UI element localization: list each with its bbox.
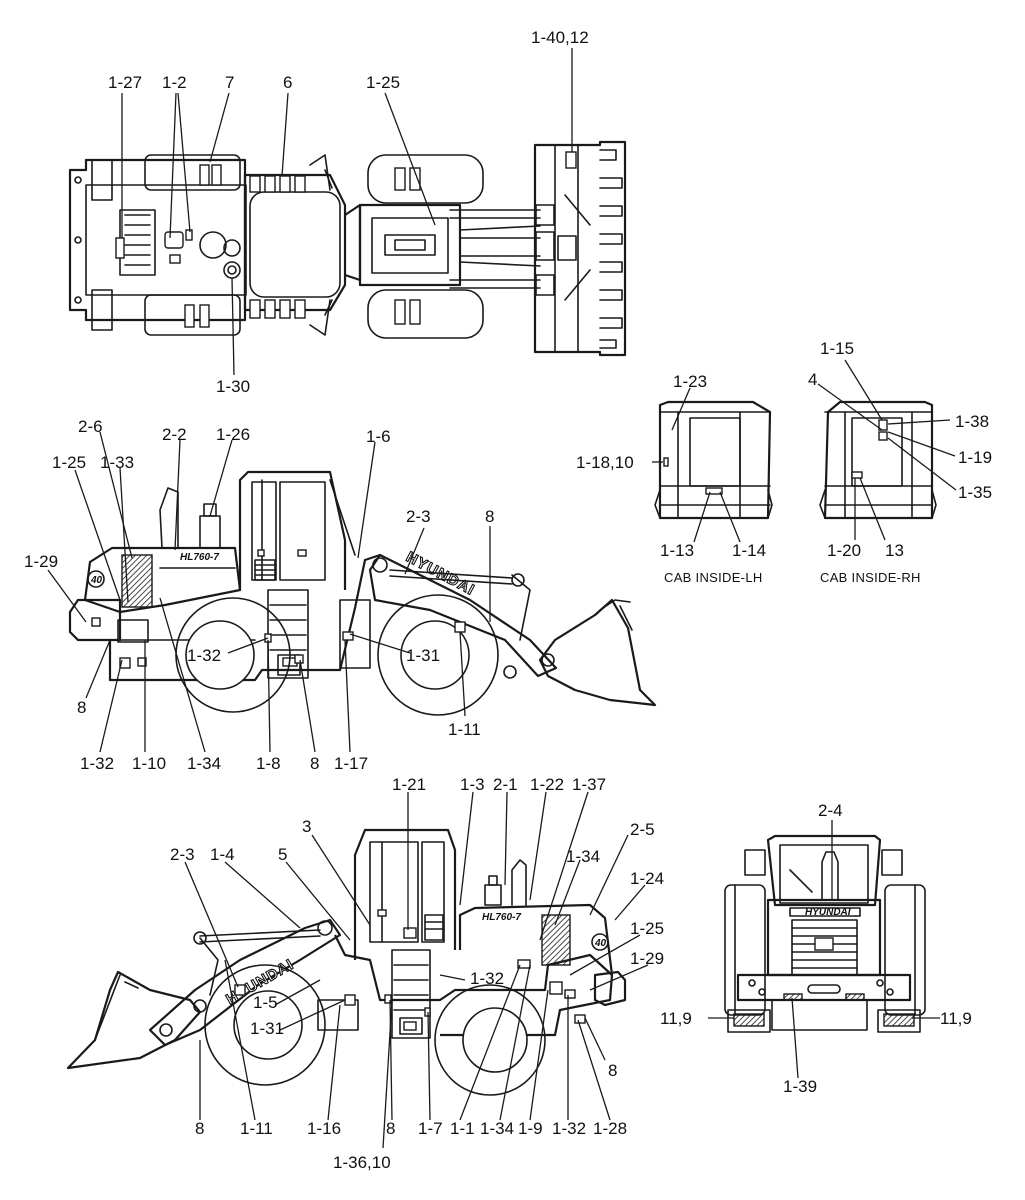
left-side-view: 40 HL760-7 [24,417,657,773]
top-callout-5: 1-25 [366,73,400,92]
left-callout-7: 2-3 [406,507,431,526]
left-callout-3: 2-2 [162,425,187,444]
rear-callout-3: 11,9 [940,1009,972,1028]
right-callout-17: 1-31 [250,1019,284,1038]
right-callout-14: 1-32 [470,969,504,988]
rh-callout-5: 1-35 [958,483,992,502]
rear-callout-2: 11,9 [660,1009,692,1028]
left-callout-6: 1-6 [366,427,391,446]
rh-callout-6: 1-20 [827,541,861,560]
right-badge-40: 40 [594,938,607,949]
left-callout-17: 1-8 [256,754,281,773]
rh-callout-2: 4 [808,370,817,389]
left-callout-10: 1-32 [187,646,221,665]
right-callout-20: 1-11 [240,1119,273,1138]
cab-inside-rh-view: 1-15 4 1-38 1-19 1-35 1-20 13 CAB INSIDE… [808,339,992,585]
lh-caption: CAB INSIDE-LH [664,570,763,585]
rh-callout-1: 1-15 [820,339,854,358]
rear-callout-1: 2-4 [818,801,843,820]
left-callout-19: 1-17 [334,754,368,773]
left-callout-4: 1-26 [216,425,250,444]
lh-callout-3: 1-13 [660,541,694,560]
right-callout-8: 2-3 [170,845,195,864]
right-callout-22: 8 [386,1119,395,1138]
rear-callout-4: 1-39 [783,1077,817,1096]
left-callout-15: 1-10 [132,754,166,773]
rear-brand-text: HYUNDAI [805,907,851,918]
top-callout-2: 1-2 [162,73,187,92]
right-callout-18: 8 [608,1061,617,1080]
right-callout-19: 8 [195,1119,204,1138]
right-callout-23: 1-7 [418,1119,443,1138]
rear-view: HYUNDAI 2-4 11,9 11,9 1-39 [660,801,972,1096]
left-callout-13: 8 [77,698,86,717]
right-callout-21: 1-16 [307,1119,341,1138]
right-callout-25: 1-34 [480,1119,514,1138]
right-callout-11: 1-34 [566,847,600,866]
left-model-text: HL760-7 [180,552,219,563]
right-callout-15: 1-29 [630,949,664,968]
left-callout-18: 8 [310,754,319,773]
right-callout-26: 1-9 [518,1119,543,1138]
right-callout-27: 1-32 [552,1119,586,1138]
rh-callout-7: 13 [885,541,904,560]
cab-inside-lh-view: 1-23 1-18,10 1-13 1-14 CAB INSIDE-LH [576,372,773,585]
right-callout-13: 1-25 [630,919,664,938]
left-callout-11: 1-31 [406,646,440,665]
right-callout-5: 1-37 [572,775,606,794]
left-callout-2: 1-33 [100,453,134,472]
right-callout-3: 2-1 [493,775,518,794]
right-callout-6: 3 [302,817,311,836]
right-callout-4: 1-22 [530,775,564,794]
top-callout-4: 6 [283,73,292,92]
left-badge-40: 40 [90,575,103,586]
right-callout-28: 1-28 [593,1119,627,1138]
left-callout-8: 8 [485,507,494,526]
rh-callout-3: 1-38 [955,412,989,431]
right-side-view: HYUNDAI HL760-7 [66,775,664,1172]
right-callout-12: 1-24 [630,869,664,888]
rh-callout-4: 1-19 [958,448,992,467]
right-model-text: HL760-7 [482,912,521,923]
left-callout-9: 1-29 [24,552,58,571]
right-callout-2: 1-3 [460,775,485,794]
left-callout-12: 1-11 [448,720,481,739]
left-callout-5: 1-25 [52,453,86,472]
top-view: 1-27 1-2 7 6 1-25 1-40,12 1-30 [68,28,627,396]
rh-caption: CAB INSIDE-RH [820,570,921,585]
lh-callout-1: 1-23 [673,372,707,391]
lh-callout-2: 1-18,10 [576,453,634,472]
left-callout-1: 2-6 [78,417,103,436]
top-callout-1: 1-27 [108,73,142,92]
right-callout-29: 1-36,10 [333,1153,391,1172]
right-callout-9: 1-4 [210,845,235,864]
right-callout-1: 1-21 [392,775,426,794]
right-callout-16: 1-5 [253,993,278,1012]
right-callout-10: 5 [278,845,287,864]
right-callout-24: 1-1 [450,1119,475,1138]
top-callout-3: 7 [225,73,234,92]
left-callout-14: 1-32 [80,754,114,773]
top-callout-7: 1-30 [216,377,250,396]
right-callout-7: 2-5 [630,820,655,839]
lh-callout-4: 1-14 [732,541,766,560]
top-callout-6: 1-40,12 [531,28,589,47]
left-callout-16: 1-34 [187,754,221,773]
